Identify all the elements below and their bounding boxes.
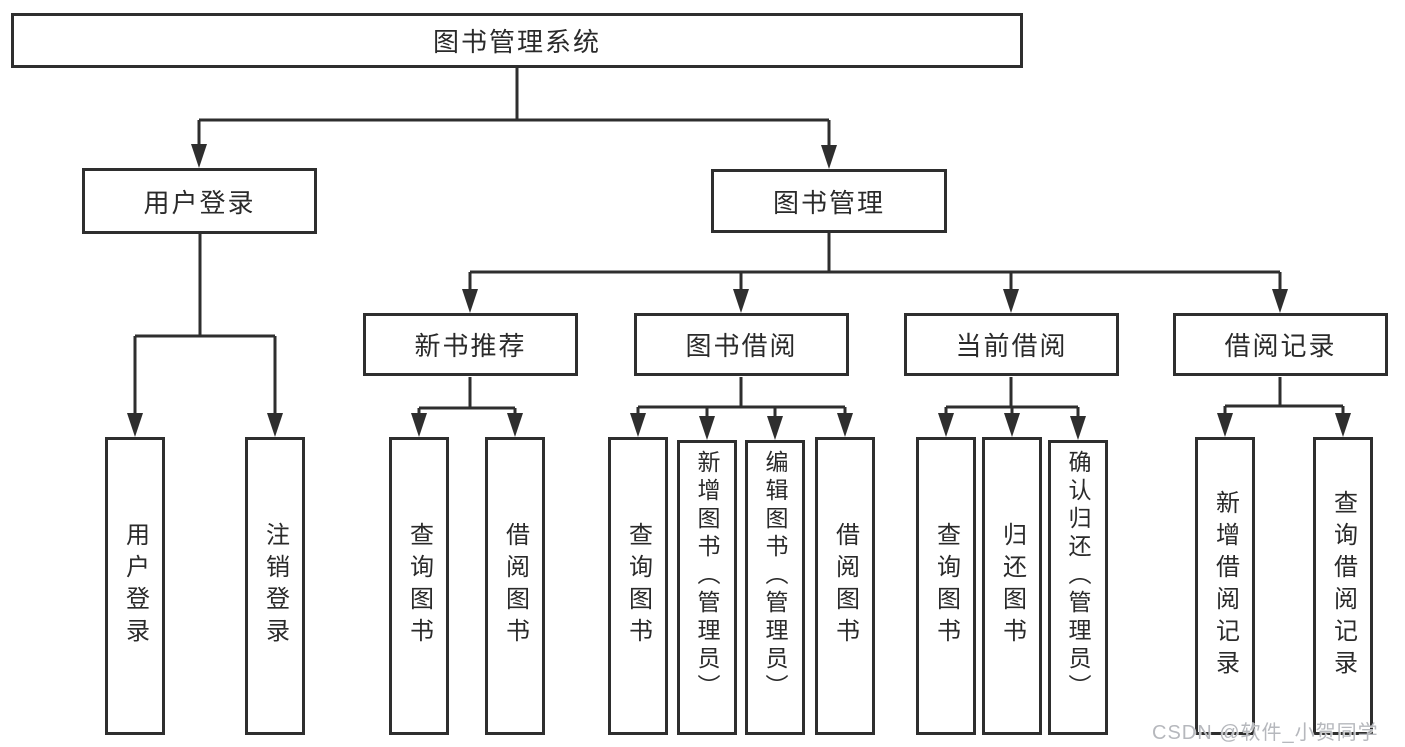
node-label: 查询借阅记录: [1329, 490, 1357, 682]
node-label: 借阅图书: [831, 522, 859, 650]
node-label: 查询图书: [932, 522, 960, 650]
node-current-borrowing: 当前借阅: [904, 313, 1119, 376]
node-edit-book-admin: 编辑图书（管理员）: [745, 440, 805, 735]
node-new-book-recommendation: 新书推荐: [363, 313, 578, 376]
node-label: 图书管理系统: [432, 27, 601, 57]
node-label: 新增图书（管理员）: [694, 450, 720, 702]
node-query-books-borrowing: 查询图书: [608, 437, 668, 735]
node-label: 查询图书: [624, 522, 652, 650]
node-book-management: 图书管理: [711, 169, 947, 233]
node-library-management-system: 图书管理系统: [11, 13, 1023, 68]
node-label: 编辑图书（管理员）: [762, 450, 788, 702]
node-query-books-current: 查询图书: [916, 437, 976, 735]
node-borrowing-records: 借阅记录: [1173, 313, 1388, 376]
node-label: 当前借阅: [955, 331, 1068, 361]
node-add-borrow-record: 新增借阅记录: [1195, 437, 1255, 735]
node-label: 确认归还（管理员）: [1065, 450, 1091, 702]
node-label: 图书借阅: [685, 331, 798, 361]
node-label: 用户登录: [143, 187, 256, 218]
csdn-watermark: CSDN @软件_小贺同学: [1152, 722, 1379, 744]
node-label: 注销登录: [261, 522, 289, 650]
node-label: 图书管理: [772, 187, 885, 218]
node-add-book-admin: 新增图书（管理员）: [677, 440, 737, 735]
node-user-login: 用户登录: [82, 168, 317, 234]
node-label: 新增借阅记录: [1211, 490, 1239, 682]
node-book-borrowing: 图书借阅: [634, 313, 849, 376]
node-label: 新书推荐: [414, 331, 527, 361]
node-confirm-return-admin: 确认归还（管理员）: [1048, 440, 1108, 735]
node-query-books-recommend: 查询图书: [389, 437, 449, 735]
node-user-login-action: 用户登录: [105, 437, 165, 735]
node-return-book: 归还图书: [982, 437, 1042, 735]
node-label: 借阅图书: [501, 522, 529, 650]
node-label: 借阅记录: [1224, 331, 1337, 361]
node-label: 用户登录: [121, 522, 149, 650]
node-query-borrow-record: 查询借阅记录: [1313, 437, 1373, 735]
node-borrow-books-borrowing: 借阅图书: [815, 437, 875, 735]
node-label: 查询图书: [405, 522, 433, 650]
node-label: 归还图书: [998, 522, 1026, 650]
node-borrow-books-recommend: 借阅图书: [485, 437, 545, 735]
node-logout: 注销登录: [245, 437, 305, 735]
